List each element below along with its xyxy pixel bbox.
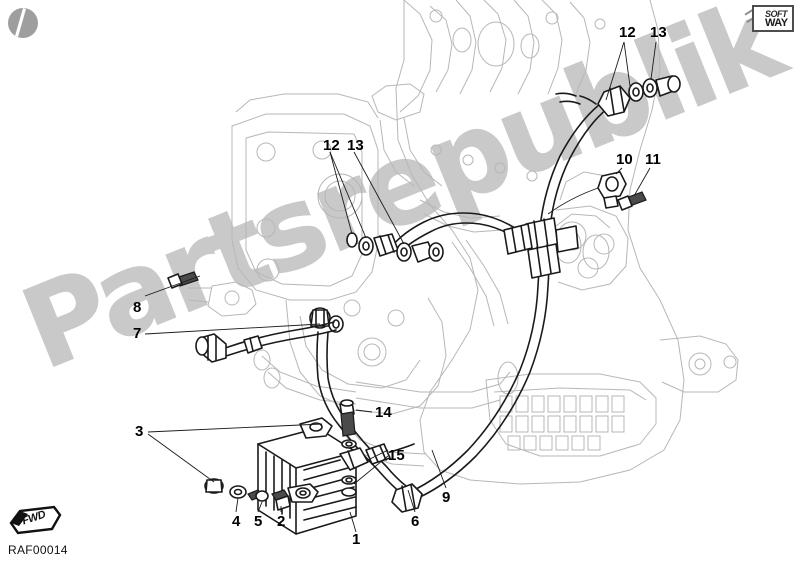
callout-5: 5 [254,513,263,530]
part-13-washer-upper [642,78,658,98]
part-15-banjo [339,443,415,471]
callout-12-mid: 12 [323,137,340,154]
callout-7: 7 [133,325,142,342]
callout-14: 14 [375,404,392,421]
part-12-washer-mid [358,236,374,256]
fwd-arrow-icon [9,505,62,535]
callout-10: 10 [616,151,633,168]
softway-line-2: WAY [765,17,788,29]
engine-ghost-outline [187,0,739,485]
part-14-bolt [339,399,356,437]
junction-block [503,217,579,279]
part-12-washer-upper [628,82,644,102]
callout-4: 4 [232,513,241,530]
upper-banjo-assembly [579,75,681,117]
callout-3: 3 [135,423,144,440]
mid-banjo-assembly [346,232,444,263]
diagram-code: RAF00014 [8,543,68,557]
callout-1: 1 [352,531,361,548]
callout-15: 15 [388,447,405,464]
fwd-direction-badge: FWD [8,505,64,535]
softway-line-1: SOFT [765,9,788,19]
brand-disc-logo [8,8,38,38]
branch-hose [391,212,525,247]
part-3-upper-fitting [309,307,344,333]
callout-13-mid: 13 [347,137,364,154]
part-7-mid-collar [243,335,263,354]
top-hose-tail [555,92,577,97]
part-6-end-fitting [391,483,423,513]
callout-9: 9 [442,489,451,506]
part-6-hose-left [316,331,403,495]
callout-6: 6 [411,513,420,530]
callout-12-upper: 12 [619,24,636,41]
part-4-washer [229,485,247,499]
part-11-bolt [617,191,647,211]
leader-lines [144,41,657,533]
part-13-washer-mid [396,242,412,262]
part-2-bolt [271,489,291,511]
oil-cooler-assembly [167,75,681,535]
callout-8: 8 [133,299,142,316]
part-5-screw [247,489,269,502]
part-10-clamp [597,171,627,209]
callout-2: 2 [277,513,286,530]
softway-logo-box: SOFT WAY [752,5,794,32]
callout-13-upper: 13 [650,24,667,41]
callout-11: 11 [645,151,661,168]
part-3-lower-fitting [204,478,224,494]
softway-logo: SOFT WAY [744,4,794,32]
upper-hose-left [539,103,601,229]
part-7-end-fitting-left [195,333,227,363]
